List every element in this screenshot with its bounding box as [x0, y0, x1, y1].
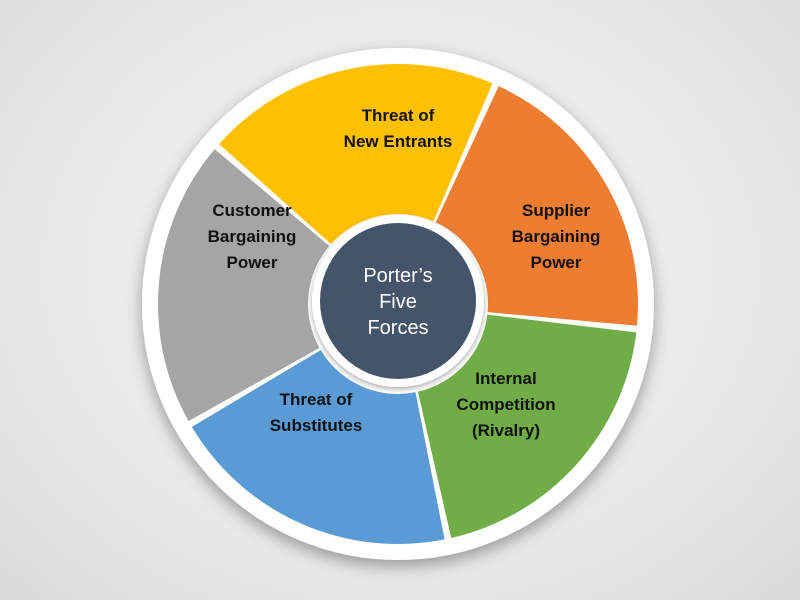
label-supplier-power-line: Supplier — [522, 201, 590, 220]
segment-internal-competition — [417, 314, 637, 539]
label-substitutes-line: Substitutes — [270, 416, 363, 435]
segment-new-entrants — [219, 63, 493, 245]
label-customer-power-line: Bargaining — [208, 227, 297, 246]
label-internal-competition-line: Internal — [475, 369, 536, 388]
segment-supplier-power — [435, 86, 638, 326]
segment-substitutes — [191, 350, 445, 545]
label-new-entrants-line: Threat of — [362, 106, 435, 125]
center-title-line: Five — [379, 291, 417, 313]
label-internal-competition-line: Competition — [456, 395, 555, 414]
label-new-entrants: Threat of New Entrants — [344, 106, 453, 151]
center-circle-fill — [320, 223, 476, 379]
segments-group — [158, 63, 638, 545]
label-customer-power-line: Customer — [212, 201, 292, 220]
label-substitutes-line: Threat of — [280, 390, 353, 409]
label-customer-power-line: Power — [226, 253, 277, 272]
label-new-entrants-line: New Entrants — [344, 132, 453, 151]
segment-customer-power — [158, 149, 330, 422]
label-internal-competition-line: (Rivalry) — [472, 421, 540, 440]
label-supplier-power-line: Power — [530, 253, 581, 272]
center-title-line: Porter’s — [363, 265, 432, 287]
label-substitutes: Threat of Substitutes — [270, 390, 363, 435]
label-supplier-power-line: Bargaining — [512, 227, 601, 246]
center-title-line: Forces — [367, 317, 428, 339]
